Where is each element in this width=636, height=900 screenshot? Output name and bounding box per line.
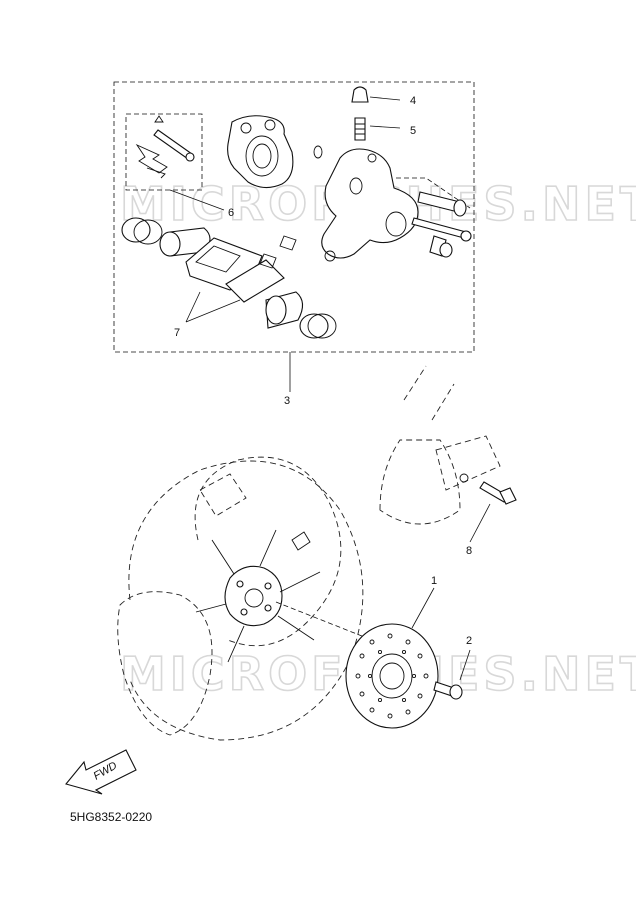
wheel-hub <box>195 529 321 663</box>
caliper-body-right <box>321 148 419 262</box>
front-wheel-ghost <box>117 456 364 741</box>
o-ring-small <box>313 145 323 159</box>
caliper-bolt-middle <box>411 217 472 242</box>
axle-dashed-line <box>275 601 373 641</box>
mount-bolt-8 <box>469 481 517 543</box>
piston-seal-right <box>265 291 337 339</box>
callout-7: 7 <box>174 327 180 339</box>
leader-4 <box>369 96 401 101</box>
disc-bolt-2 <box>433 649 471 700</box>
leader-7 <box>185 291 241 323</box>
brake-pads <box>185 235 297 303</box>
caliper-bolt-upper <box>417 191 467 217</box>
pad-pin-and-spring <box>135 115 195 179</box>
leader-5 <box>369 125 401 129</box>
drawing-code: 5HG8352-0220 <box>70 810 153 824</box>
caliper-bolt-lower <box>429 235 453 258</box>
brake-disc <box>345 587 439 729</box>
piston-seal-left <box>121 217 211 257</box>
callout-2: 2 <box>466 635 472 647</box>
callout-6: 6 <box>228 207 234 219</box>
caliper-body-left <box>227 115 294 189</box>
callout-3: 3 <box>284 395 290 407</box>
callout-1: 1 <box>431 575 437 587</box>
bleed-screw <box>354 117 366 141</box>
front-fork-ghost <box>379 365 501 525</box>
leader-6 <box>169 189 225 211</box>
bolt-kit-outline <box>396 177 471 209</box>
fwd-arrow-icon: FWD <box>65 749 137 795</box>
pin-kit-box <box>125 113 203 191</box>
callout-4: 4 <box>410 95 416 107</box>
caliper-assembly-box <box>113 81 475 353</box>
bleed-cap <box>351 86 369 103</box>
caliper-assembly-group <box>113 81 475 392</box>
callout-8: 8 <box>466 545 472 557</box>
callout-5: 5 <box>410 125 416 137</box>
